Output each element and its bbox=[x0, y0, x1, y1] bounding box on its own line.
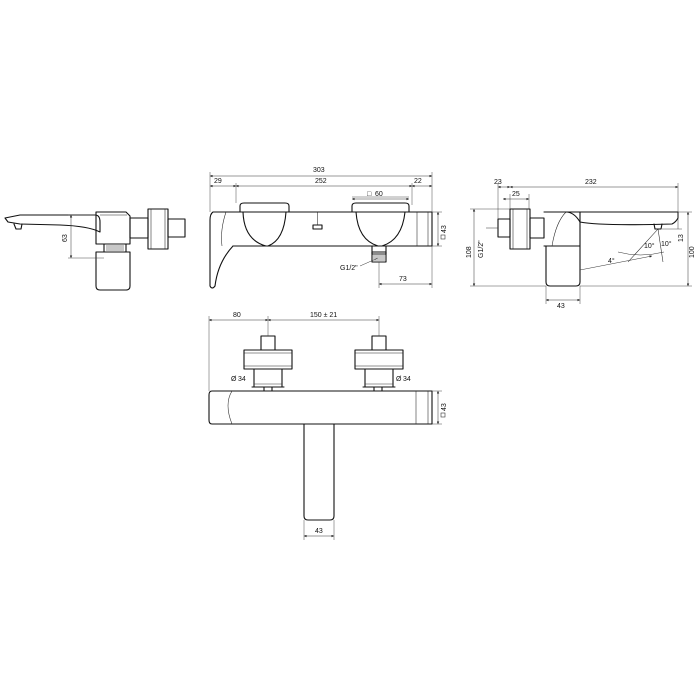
front-body-bar bbox=[232, 211, 433, 247]
right-side-view: 23 232 25 108 G1/2" 100 13 10° 10° 4° 43 bbox=[466, 179, 696, 310]
dim-front-height: 43 bbox=[441, 225, 448, 233]
dim-front-square-symbol: □ bbox=[367, 191, 372, 198]
dim-front-total: 303 bbox=[313, 167, 325, 174]
front-lever bbox=[209, 211, 234, 289]
dim-right-angle-b: 10° bbox=[661, 240, 672, 248]
dim-top-d34-left: 34 bbox=[238, 376, 246, 383]
left-lower-body bbox=[95, 251, 131, 291]
front-connector bbox=[371, 245, 387, 255]
dim-front-mid: 252 bbox=[315, 178, 327, 185]
dim-top-150: 150 ± 21 bbox=[310, 312, 337, 319]
dim-top-80: 80 bbox=[233, 312, 241, 319]
left-handle-collar bbox=[129, 217, 149, 239]
left-side-view: 63 bbox=[4, 208, 186, 291]
top-right-collar bbox=[364, 368, 394, 388]
dim-right-thread: G1/2" bbox=[478, 240, 485, 258]
top-view: 80 150 ± 21 Ø 34 Ø 34 43 43 bbox=[208, 312, 448, 540]
dim-front-thread: G1/2" bbox=[340, 265, 358, 272]
right-spout bbox=[565, 211, 679, 226]
dim-front-right: 22 bbox=[414, 178, 422, 185]
top-stem bbox=[303, 423, 335, 521]
dim-right-13: 13 bbox=[678, 234, 685, 242]
dim-right-100: 100 bbox=[689, 246, 696, 258]
dim-front-left: 29 bbox=[214, 178, 222, 185]
dim-right-25: 25 bbox=[512, 191, 520, 198]
right-lower-body bbox=[545, 245, 581, 287]
dim-front-offset: 73 bbox=[399, 276, 407, 283]
front-right-handle bbox=[351, 202, 410, 213]
left-aerator bbox=[13, 223, 23, 230]
dim-top-d34-left-symbol: Ø bbox=[231, 376, 237, 383]
top-body-bar bbox=[231, 390, 433, 425]
dim-right-232: 232 bbox=[585, 179, 597, 186]
dim-right-angle-c: 4° bbox=[608, 257, 615, 265]
left-body bbox=[95, 211, 131, 245]
top-right-handle-cap bbox=[371, 335, 387, 351]
front-left-handle-curve bbox=[242, 211, 267, 247]
dim-top-square: 43 bbox=[441, 403, 448, 411]
top-left-collar bbox=[253, 368, 283, 388]
top-left-handle-cap bbox=[260, 335, 276, 351]
front-center-spout bbox=[312, 224, 323, 230]
dim-right-23: 23 bbox=[494, 179, 502, 186]
right-handle-cap bbox=[497, 218, 511, 238]
dim-left-height: 63 bbox=[62, 234, 69, 242]
dim-top-d34-right: 34 bbox=[403, 376, 411, 383]
dim-right-43: 43 bbox=[557, 303, 565, 310]
dim-right-angle-a: 10° bbox=[644, 242, 655, 250]
front-left-handle bbox=[239, 202, 290, 213]
dim-right-108: 108 bbox=[466, 246, 473, 258]
dim-front-square: 60 bbox=[375, 191, 383, 198]
dim-top-bottom: 43 bbox=[315, 528, 323, 535]
right-handle-collar bbox=[529, 217, 545, 239]
front-view: 303 29 252 22 □ 60 43 G1/2" 73 bbox=[209, 167, 448, 289]
top-lever bbox=[208, 390, 233, 425]
dim-top-d34-right-symbol: Ø bbox=[396, 376, 402, 383]
left-handle-cap bbox=[167, 218, 186, 238]
